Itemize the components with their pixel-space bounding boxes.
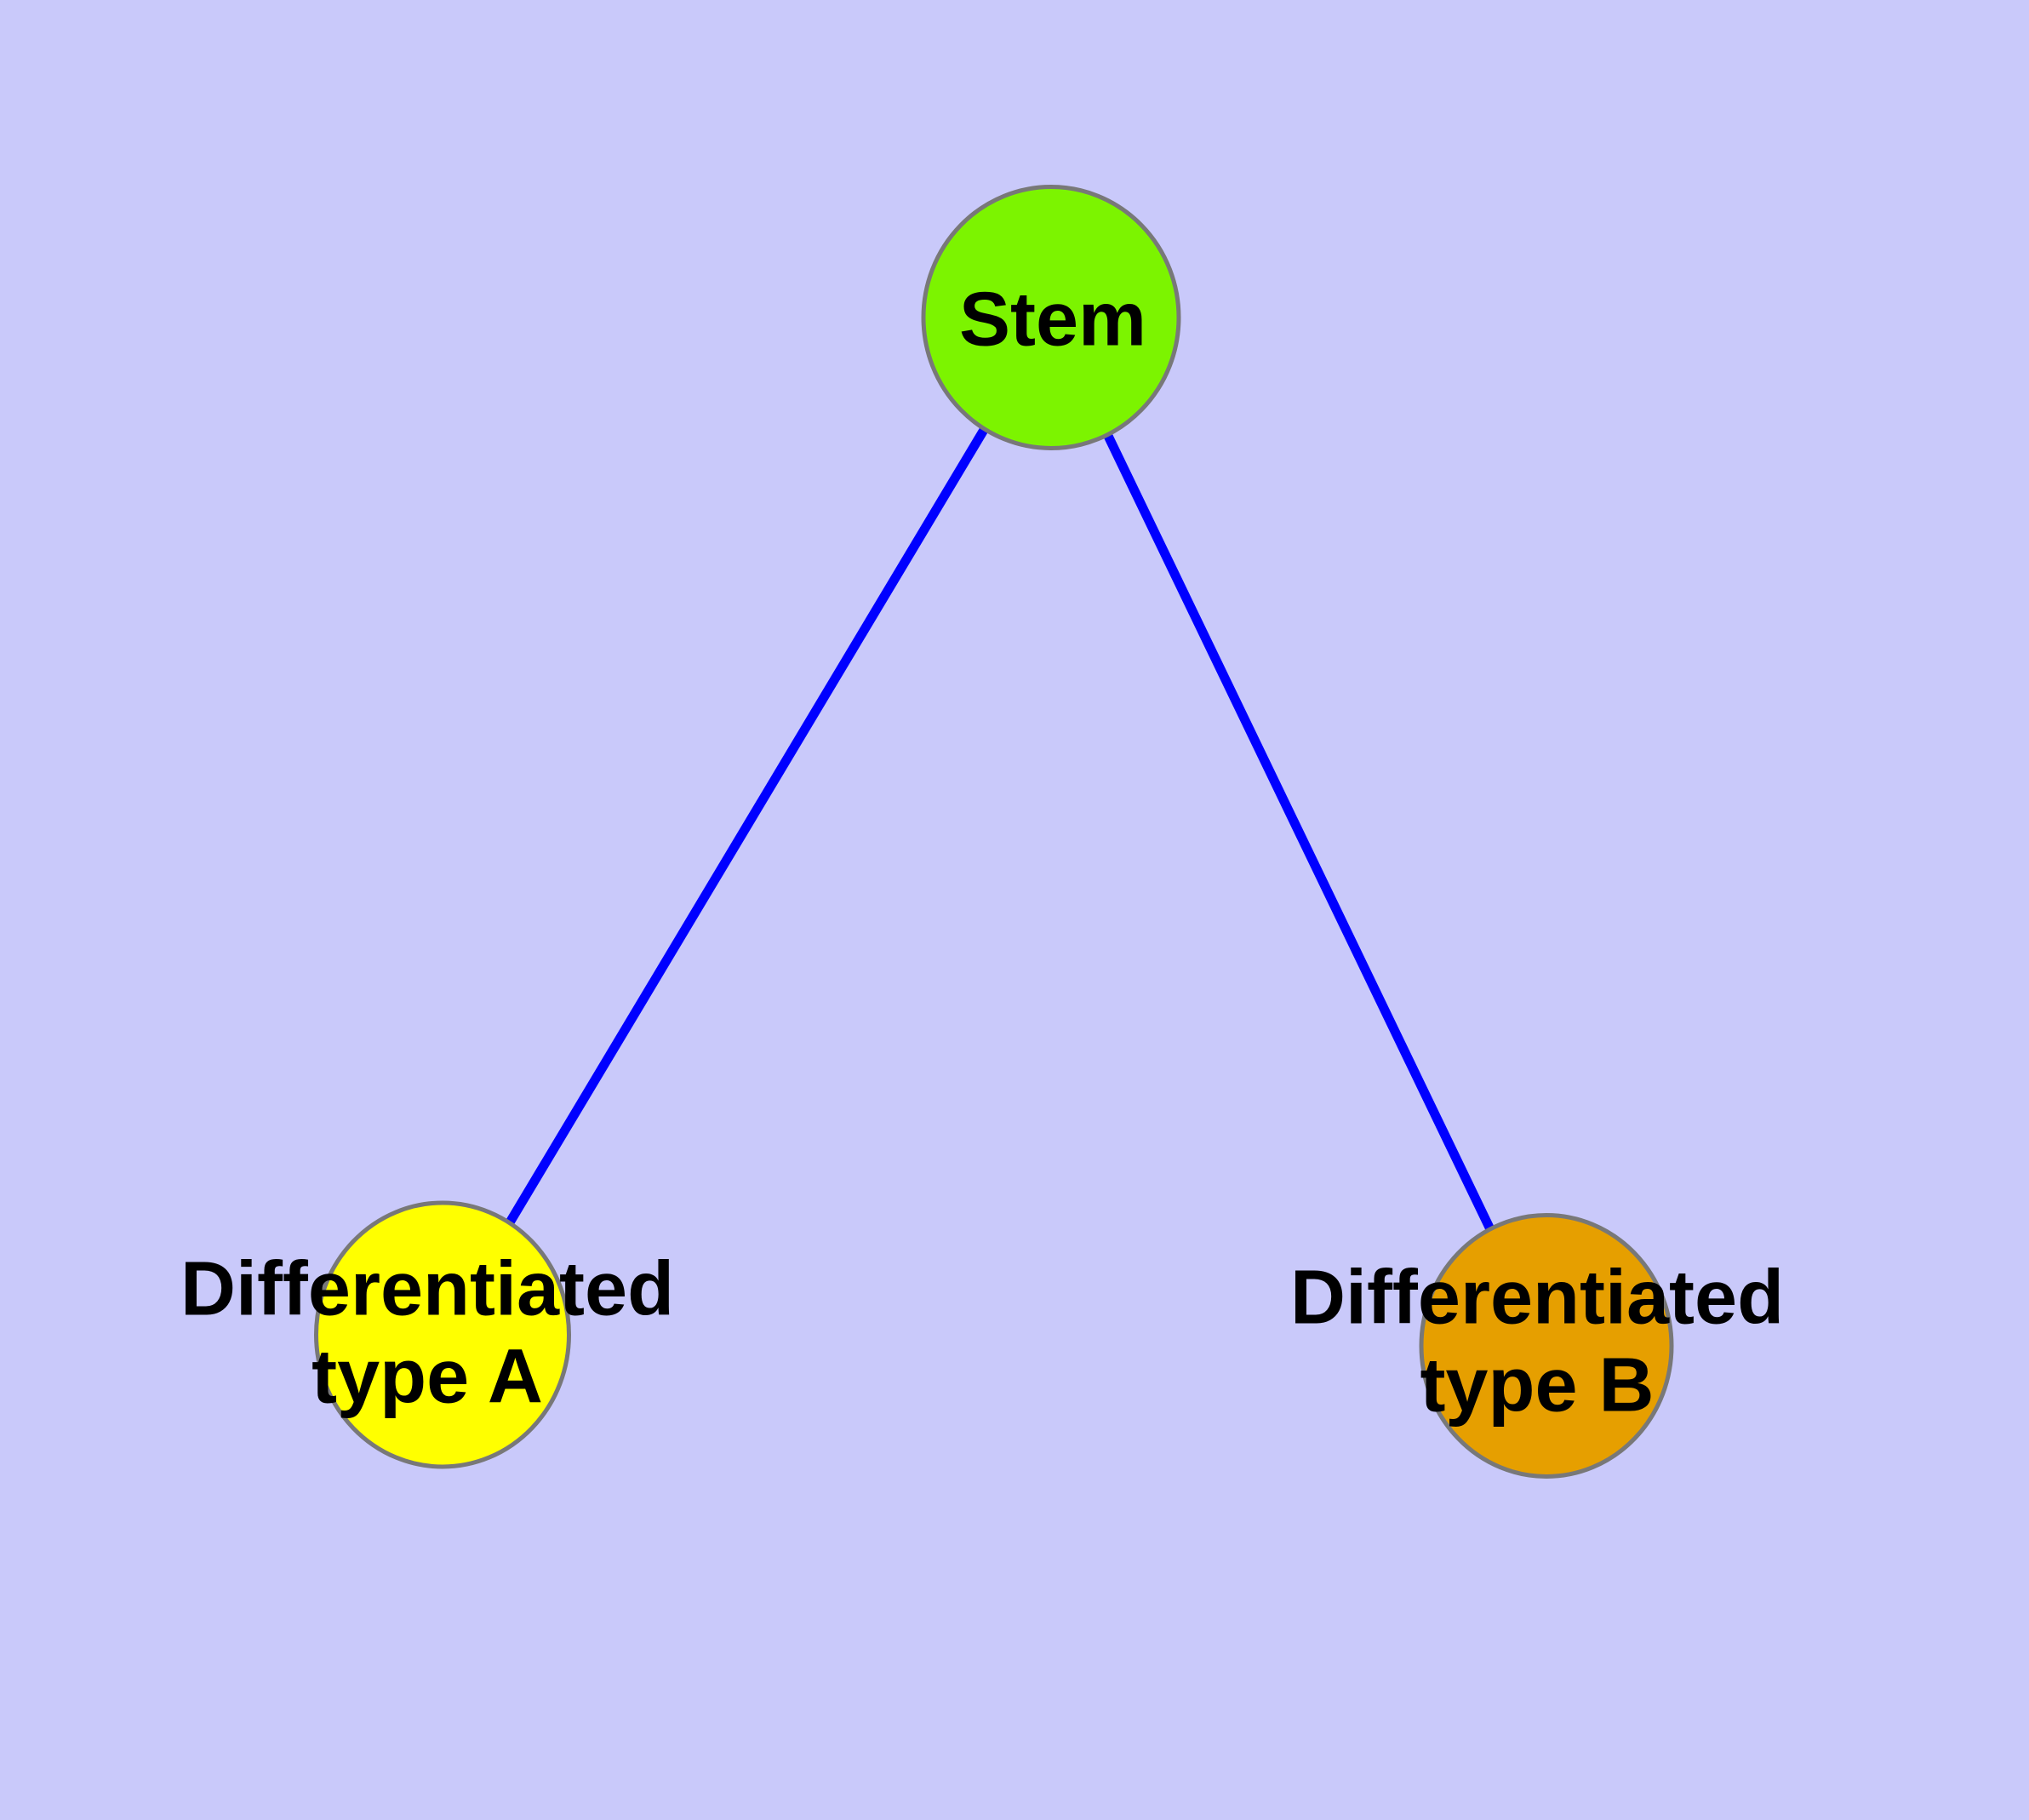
node-label-stem: Stem	[958, 277, 1147, 363]
node-stem	[921, 185, 1181, 450]
label-line-2: type A	[311, 1334, 543, 1419]
label-line-2: type B	[1420, 1342, 1655, 1428]
edge-stem-to-type-b	[1047, 315, 1551, 1348]
node-label-differentiated-type-a: Differentiated type A	[180, 1245, 674, 1420]
node-label-differentiated-type-b: Differentiated type B	[1290, 1254, 1784, 1428]
label-line-1: Differentiated	[1289, 1255, 1785, 1341]
node-differentiated-type-a	[314, 1200, 571, 1469]
label-line-1: Differentiated	[180, 1246, 675, 1332]
edge-stem-to-type-a	[438, 315, 1055, 1337]
node-differentiated-type-b	[1419, 1213, 1674, 1479]
